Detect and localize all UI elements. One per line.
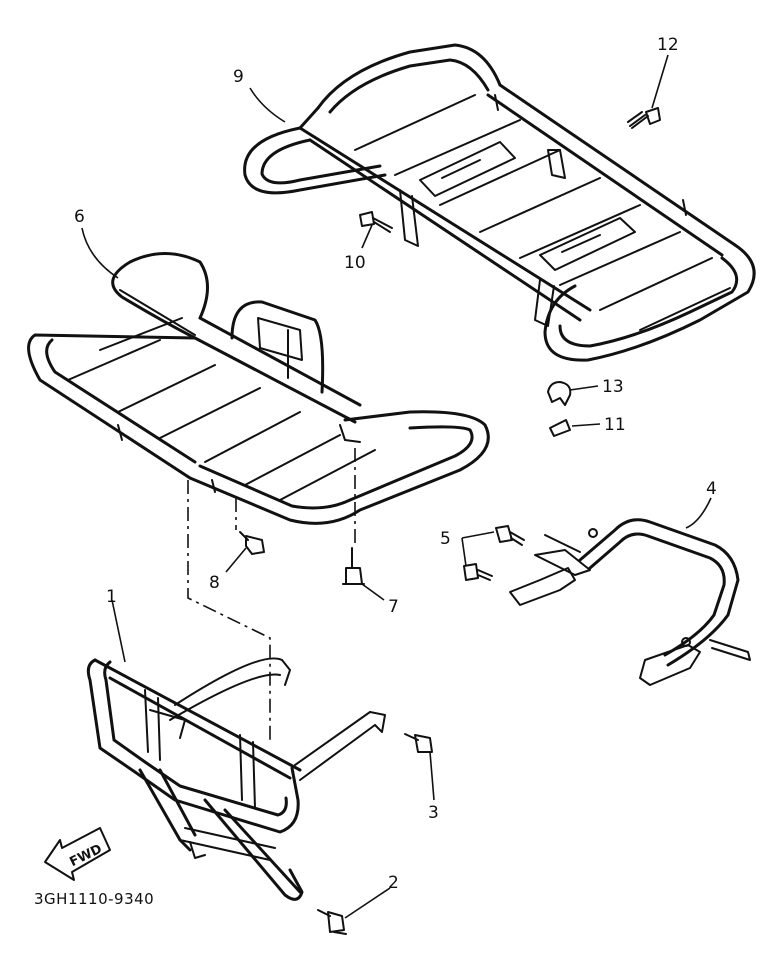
bolt-2 [317,909,347,935]
callout-7: 7 [388,597,399,617]
diagram-code: 3GH1110-9340 [34,890,154,908]
callout-12: 12 [657,35,679,55]
callout-8: 8 [209,573,220,593]
callout-9: 9 [233,67,244,87]
bolt-3 [404,733,433,753]
bolt-5a [495,525,525,546]
callout-3: 3 [428,803,439,823]
callout-11: 11 [604,415,626,435]
callout-6: 6 [74,207,85,227]
front-carrier [27,252,490,525]
fwd-arrow: FWD [44,827,111,881]
bolt-12 [627,107,661,129]
callout-1: 1 [106,587,117,607]
bolt-5b [463,563,493,581]
bolt-10 [359,211,393,233]
callout-2: 2 [388,873,399,893]
callout-5: 5 [440,529,451,549]
rear-bracket [509,518,751,686]
front-guard [86,657,386,901]
fwd-label: FWD [67,842,104,870]
assembly-lines [187,448,356,740]
leader-lines [81,54,712,919]
bolt-8 [239,531,265,555]
callout-labels: 9 12 10 6 13 11 5 4 8 7 1 3 2 [74,35,717,893]
clip-13 [547,381,572,406]
callout-10: 10 [344,253,366,273]
nut-11 [549,419,571,437]
rear-carrier [243,43,756,362]
bolt-7 [342,547,365,585]
callout-13: 13 [602,377,624,397]
callout-4: 4 [706,479,717,499]
